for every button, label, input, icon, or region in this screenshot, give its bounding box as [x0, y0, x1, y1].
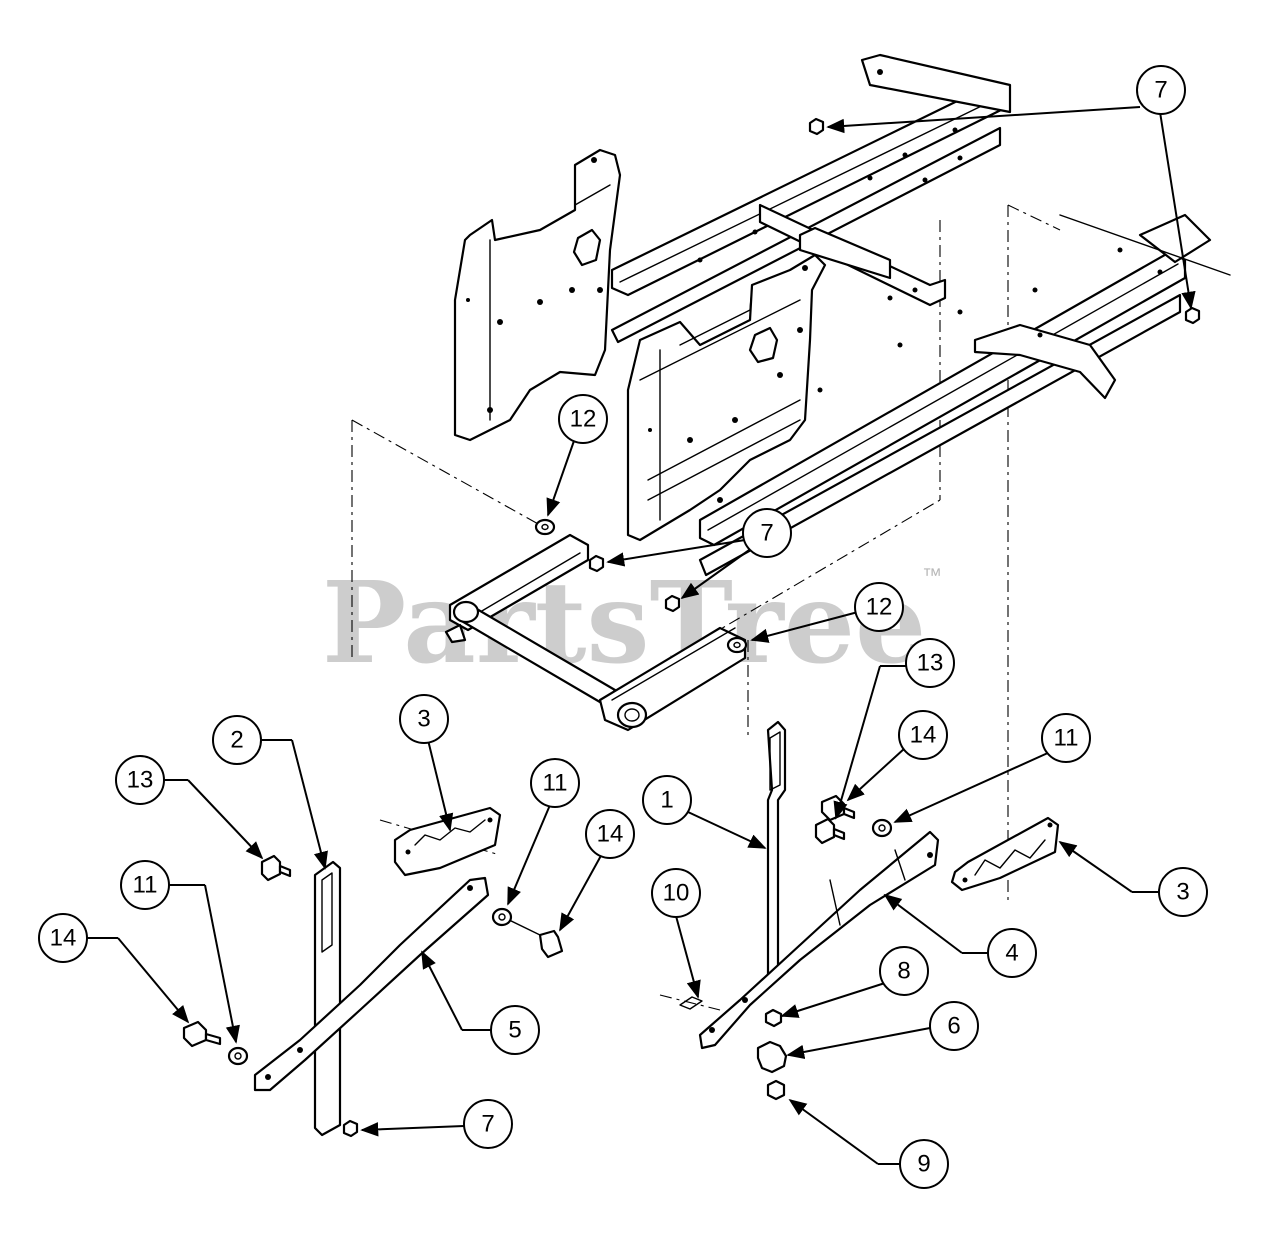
svg-text:12: 12 — [866, 594, 893, 621]
callout-8: 8 — [780, 946, 929, 1018]
callout-3-left: 3 — [399, 694, 454, 832]
callout-14-left: 14 — [38, 913, 190, 1024]
svg-text:1: 1 — [660, 787, 673, 814]
part-3-bracket-right — [950, 816, 1060, 892]
callout-7-bottom: 7 — [360, 1099, 513, 1149]
watermark-brand: PartsTree — [322, 558, 926, 689]
part-2-link-bar — [313, 860, 342, 1137]
frame-assembly — [610, 53, 1231, 577]
side-plate-left — [453, 148, 622, 442]
hardware — [182, 117, 1201, 1138]
callout-7-top: 7 — [826, 65, 1196, 310]
svg-text:13: 13 — [917, 650, 944, 677]
svg-text:6: 6 — [947, 1013, 960, 1040]
part-1-lift-rod — [766, 720, 787, 982]
svg-text:7: 7 — [1154, 77, 1167, 104]
svg-text:8: 8 — [897, 958, 910, 985]
svg-text:11: 11 — [543, 770, 568, 797]
callouts: 7 12 7 12 13 14 11 1 — [38, 65, 1208, 1189]
svg-text:5: 5 — [508, 1017, 521, 1044]
svg-text:7: 7 — [760, 520, 773, 547]
axle-tube-assembly — [444, 533, 747, 732]
svg-text:13: 13 — [127, 767, 154, 794]
callout-12-left: 12 — [546, 394, 608, 517]
callout-14-mid: 14 — [559, 809, 635, 932]
part-5-lift-arm-left — [253, 876, 490, 1092]
callout-11-left: 11 — [120, 860, 240, 1044]
svg-text:11: 11 — [1054, 725, 1079, 752]
svg-text:11: 11 — [133, 872, 158, 899]
svg-text:7: 7 — [481, 1111, 494, 1138]
svg-text:14: 14 — [597, 821, 624, 848]
callout-9: 9 — [788, 1098, 949, 1189]
rail-holes — [697, 127, 1163, 393]
svg-text:14: 14 — [50, 925, 77, 952]
svg-text:12: 12 — [570, 406, 597, 433]
svg-text:4: 4 — [1005, 940, 1018, 967]
part-4-lift-arm-right — [698, 830, 940, 1050]
callout-1: 1 — [642, 775, 767, 849]
side-plate-right — [626, 253, 827, 542]
svg-text:10: 10 — [663, 880, 690, 907]
svg-text:3: 3 — [417, 706, 430, 733]
svg-text:9: 9 — [917, 1151, 930, 1178]
part-3-bracket-left — [393, 806, 502, 877]
callout-3-right: 3 — [1058, 840, 1208, 917]
svg-text:3: 3 — [1176, 879, 1189, 906]
watermark-trademark: ™ — [922, 565, 942, 587]
callout-12-right: 12 — [750, 582, 904, 643]
callout-11-mid: 11 — [507, 758, 580, 906]
callout-6: 6 — [786, 1001, 979, 1060]
callout-13-right: 13 — [833, 638, 955, 820]
callout-7-mid: 7 — [606, 508, 792, 600]
callout-4: 4 — [883, 893, 1037, 978]
svg-text:14: 14 — [910, 722, 937, 749]
callout-5: 5 — [421, 950, 540, 1055]
callout-14-right: 14 — [846, 710, 948, 802]
callout-13-left: 13 — [115, 755, 264, 860]
watermark: PartsTree ™ — [322, 558, 942, 689]
svg-text:2: 2 — [230, 727, 243, 754]
callout-2: 2 — [212, 715, 328, 870]
callout-10: 10 — [651, 868, 701, 999]
callout-11-right: 11 — [893, 713, 1091, 823]
